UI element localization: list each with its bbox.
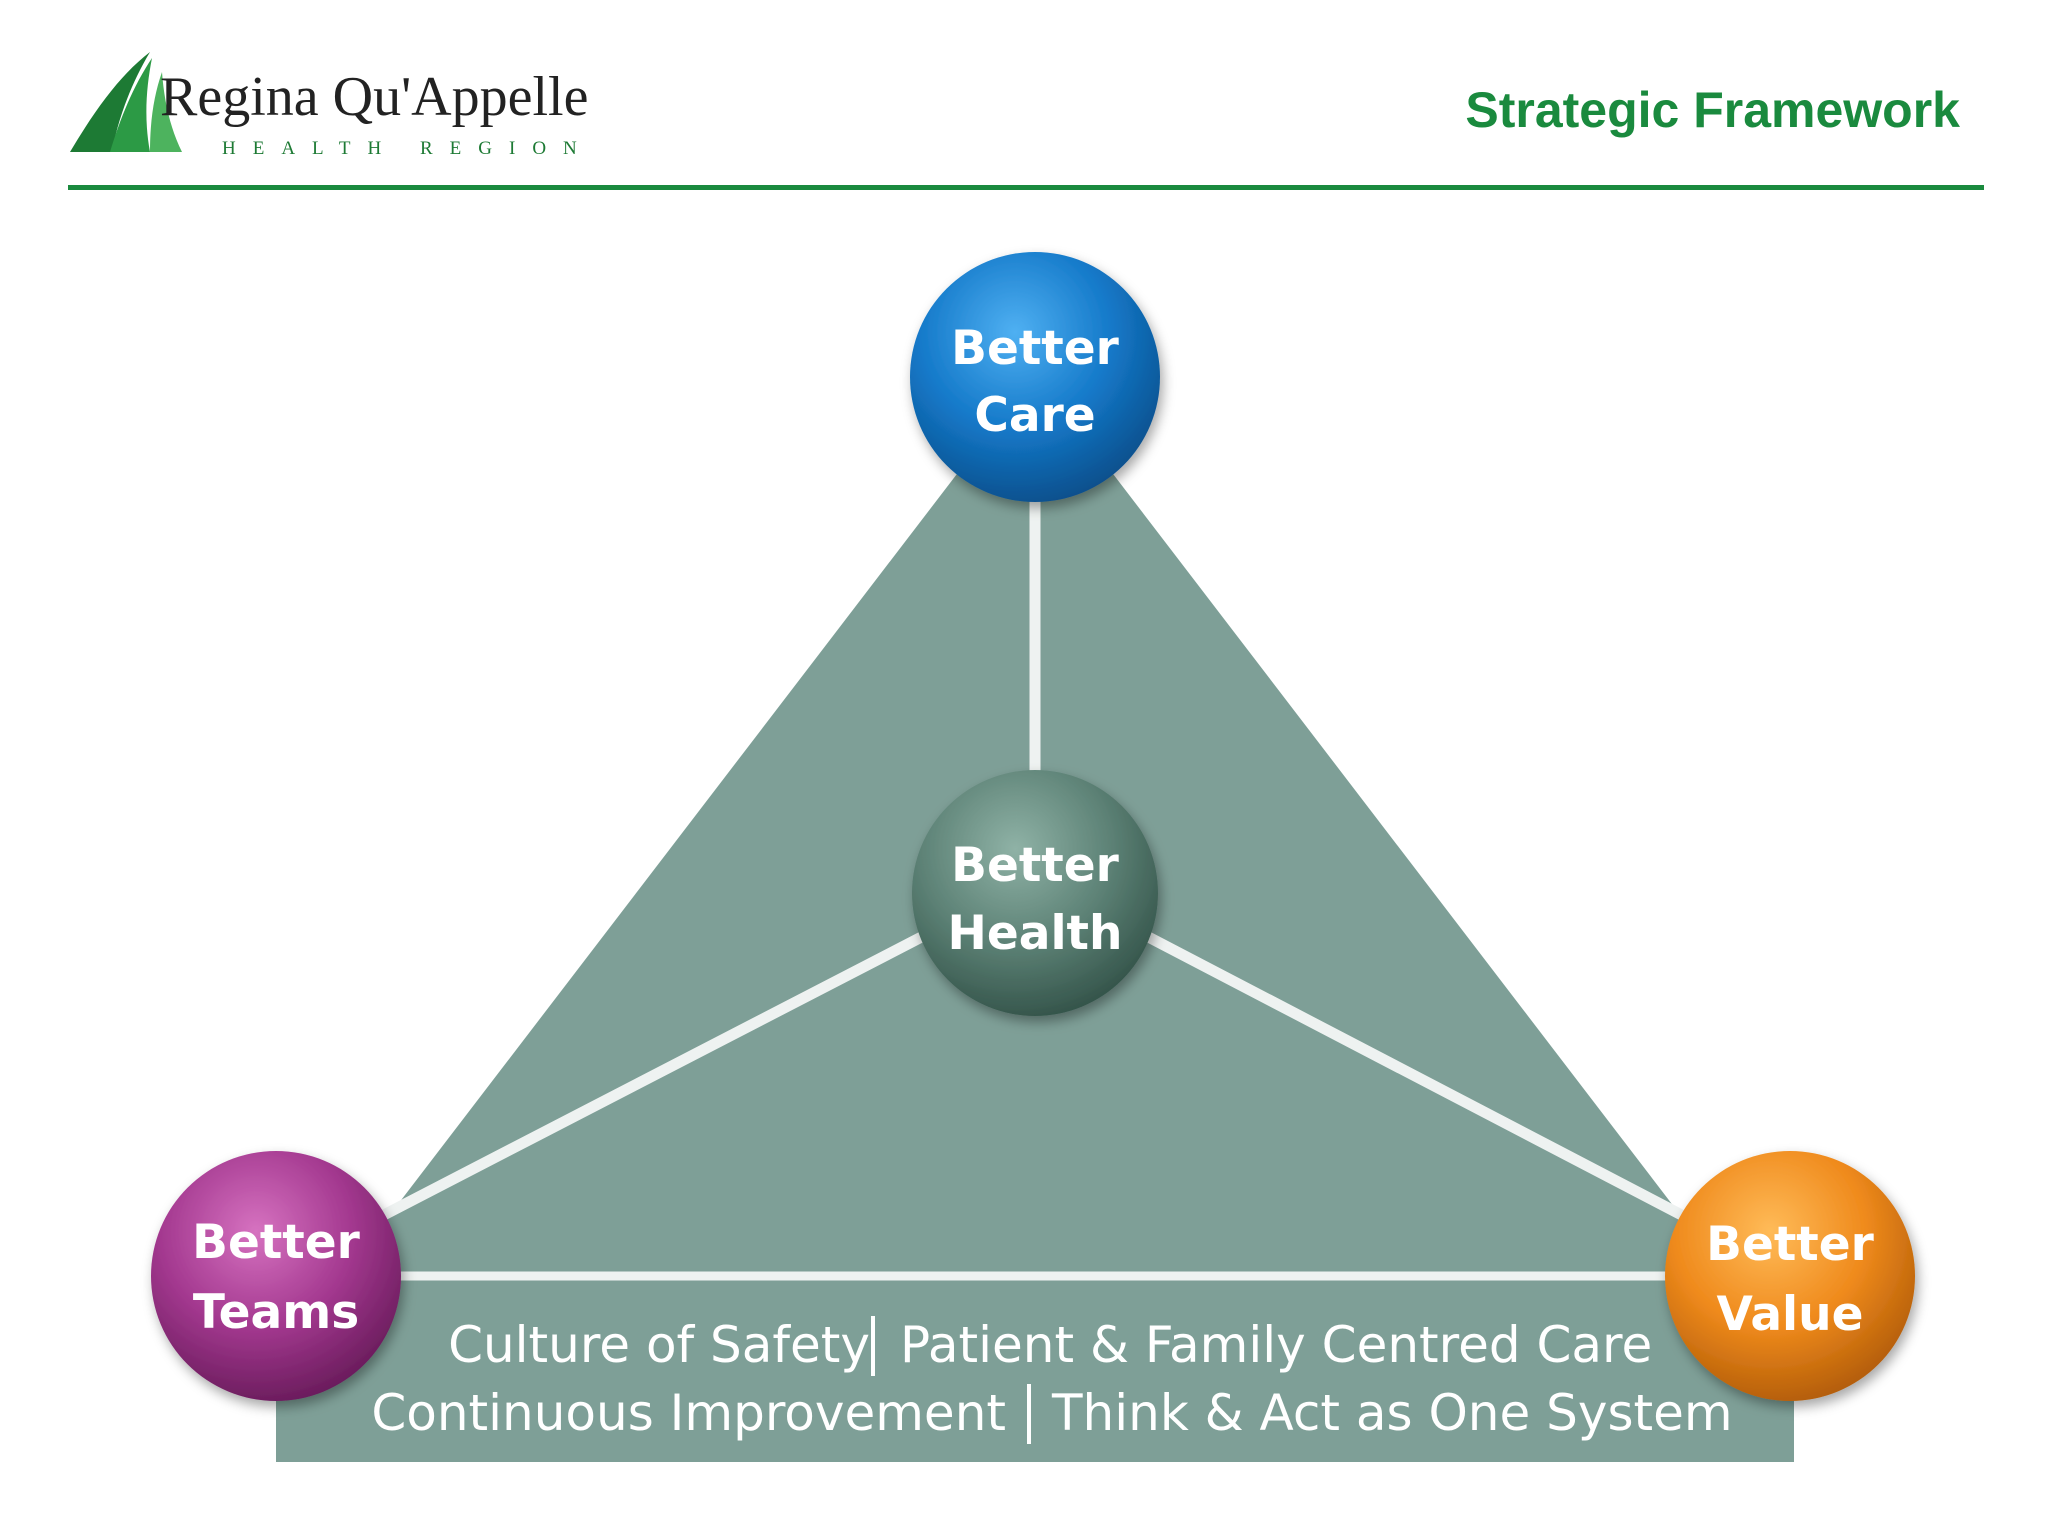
value-continuous-improvement: Continuous Improvement bbox=[371, 1384, 1006, 1442]
node-better-health: Better Health bbox=[912, 770, 1158, 1016]
node-better-health-line2: Health bbox=[948, 906, 1123, 961]
node-better-care-line2: Care bbox=[974, 388, 1095, 443]
value-separator bbox=[1027, 1384, 1031, 1444]
logo-name: Regina Qu'Appelle bbox=[160, 66, 588, 128]
header-divider bbox=[68, 185, 1984, 190]
node-better-health-circle bbox=[912, 770, 1158, 1016]
logo-subtitle: HEALTH REGION bbox=[222, 138, 594, 159]
value-culture-of-safety: Culture of Safety bbox=[448, 1316, 870, 1374]
node-better-care-circle bbox=[910, 252, 1160, 502]
connectors bbox=[339, 474, 1726, 1281]
node-better-teams: Better Teams bbox=[151, 1151, 401, 1401]
value-patient-family-care: Patient & Family Centred Care bbox=[900, 1316, 1652, 1374]
node-better-teams-line2: Teams bbox=[193, 1285, 359, 1340]
connector-health-teams bbox=[339, 924, 941, 1241]
node-better-value-circle bbox=[1665, 1151, 1915, 1401]
node-better-value-line2: Value bbox=[1717, 1287, 1864, 1342]
values-text: Culture of Safety Patient & Family Centr… bbox=[371, 1316, 1733, 1444]
connector-health-value bbox=[1129, 924, 1726, 1241]
value-separator bbox=[871, 1316, 875, 1376]
node-better-care-line1: Better bbox=[951, 321, 1120, 376]
node-better-value: Better Value bbox=[1665, 1151, 1915, 1401]
node-better-teams-line1: Better bbox=[192, 1215, 361, 1270]
page-title: Strategic Framework bbox=[1465, 82, 1960, 138]
value-think-act-one-system: Think & Act as One System bbox=[1051, 1384, 1733, 1442]
node-better-value-line1: Better bbox=[1706, 1217, 1875, 1272]
node-better-health-line1: Better bbox=[951, 838, 1120, 893]
logo: Regina Qu'Appelle HEALTH REGION bbox=[70, 52, 594, 159]
values-banner bbox=[276, 1266, 1794, 1462]
node-better-teams-circle bbox=[151, 1151, 401, 1401]
logo-swoosh-icon bbox=[70, 52, 182, 152]
node-better-care: Better Care bbox=[910, 252, 1160, 502]
